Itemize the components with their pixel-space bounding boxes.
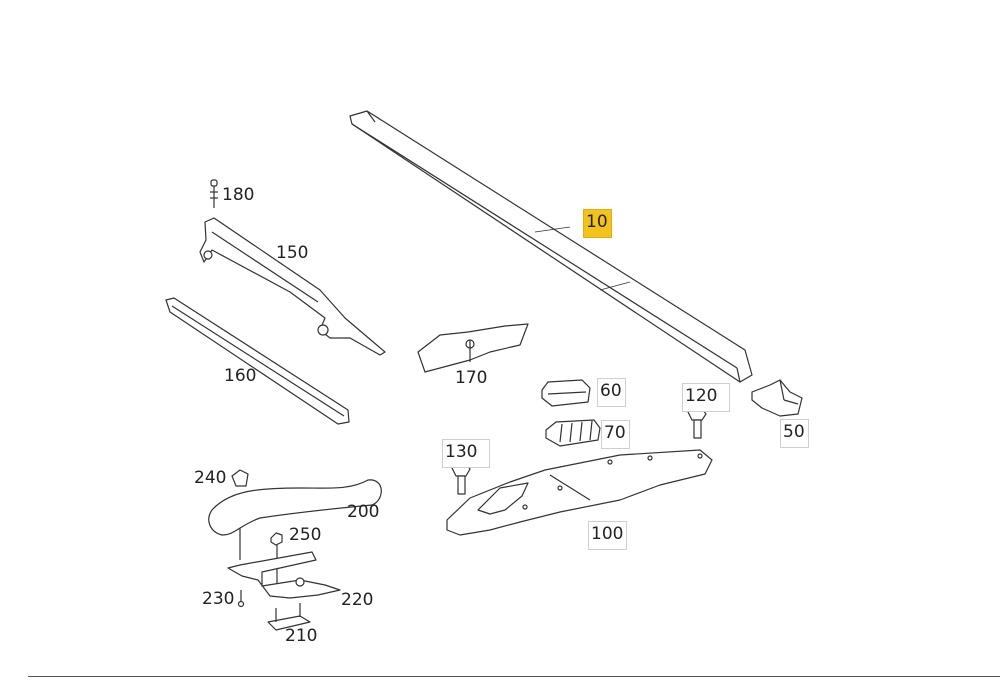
part-label-180[interactable]: 180 (222, 185, 255, 205)
part-label-100[interactable]: 100 (588, 521, 628, 550)
part-label-130[interactable]: 130 (442, 439, 491, 468)
part-160-strip[interactable] (165, 297, 350, 425)
part-120-bolt[interactable] (687, 407, 707, 439)
part-label-160[interactable]: 160 (224, 366, 257, 386)
part-label-10[interactable]: 10 (583, 209, 612, 238)
part-230-screw[interactable] (237, 590, 245, 608)
part-150-bracket[interactable] (199, 217, 386, 356)
part-label-240[interactable]: 240 (194, 468, 227, 488)
part-label-210[interactable]: 210 (285, 626, 318, 646)
part-label-200[interactable]: 200 (347, 502, 380, 522)
part-label-50[interactable]: 50 (780, 419, 809, 448)
part-50-bracket[interactable] (751, 379, 803, 417)
part-220-bracket[interactable] (227, 551, 341, 599)
part-210-bracket[interactable] (267, 603, 311, 631)
part-180-screw[interactable] (210, 179, 218, 208)
part-label-230[interactable]: 230 (202, 589, 235, 609)
part-70-pad[interactable] (545, 419, 601, 447)
part-label-220[interactable]: 220 (341, 590, 374, 610)
part-240-clip[interactable] (231, 469, 249, 487)
part-60-pad[interactable] (541, 379, 591, 407)
part-100-plate[interactable] (446, 449, 713, 536)
part-label-60[interactable]: 60 (597, 378, 626, 407)
part-label-170[interactable]: 170 (455, 368, 488, 388)
part-label-250[interactable]: 250 (289, 525, 322, 545)
part-label-120[interactable]: 120 (682, 383, 731, 412)
part-170-bracket[interactable] (417, 323, 529, 373)
part-label-150[interactable]: 150 (276, 243, 309, 263)
part-200-pad[interactable] (208, 479, 382, 560)
bottom-divider (28, 676, 1000, 677)
part-10-rail[interactable] (349, 110, 753, 383)
part-label-70[interactable]: 70 (601, 420, 630, 449)
